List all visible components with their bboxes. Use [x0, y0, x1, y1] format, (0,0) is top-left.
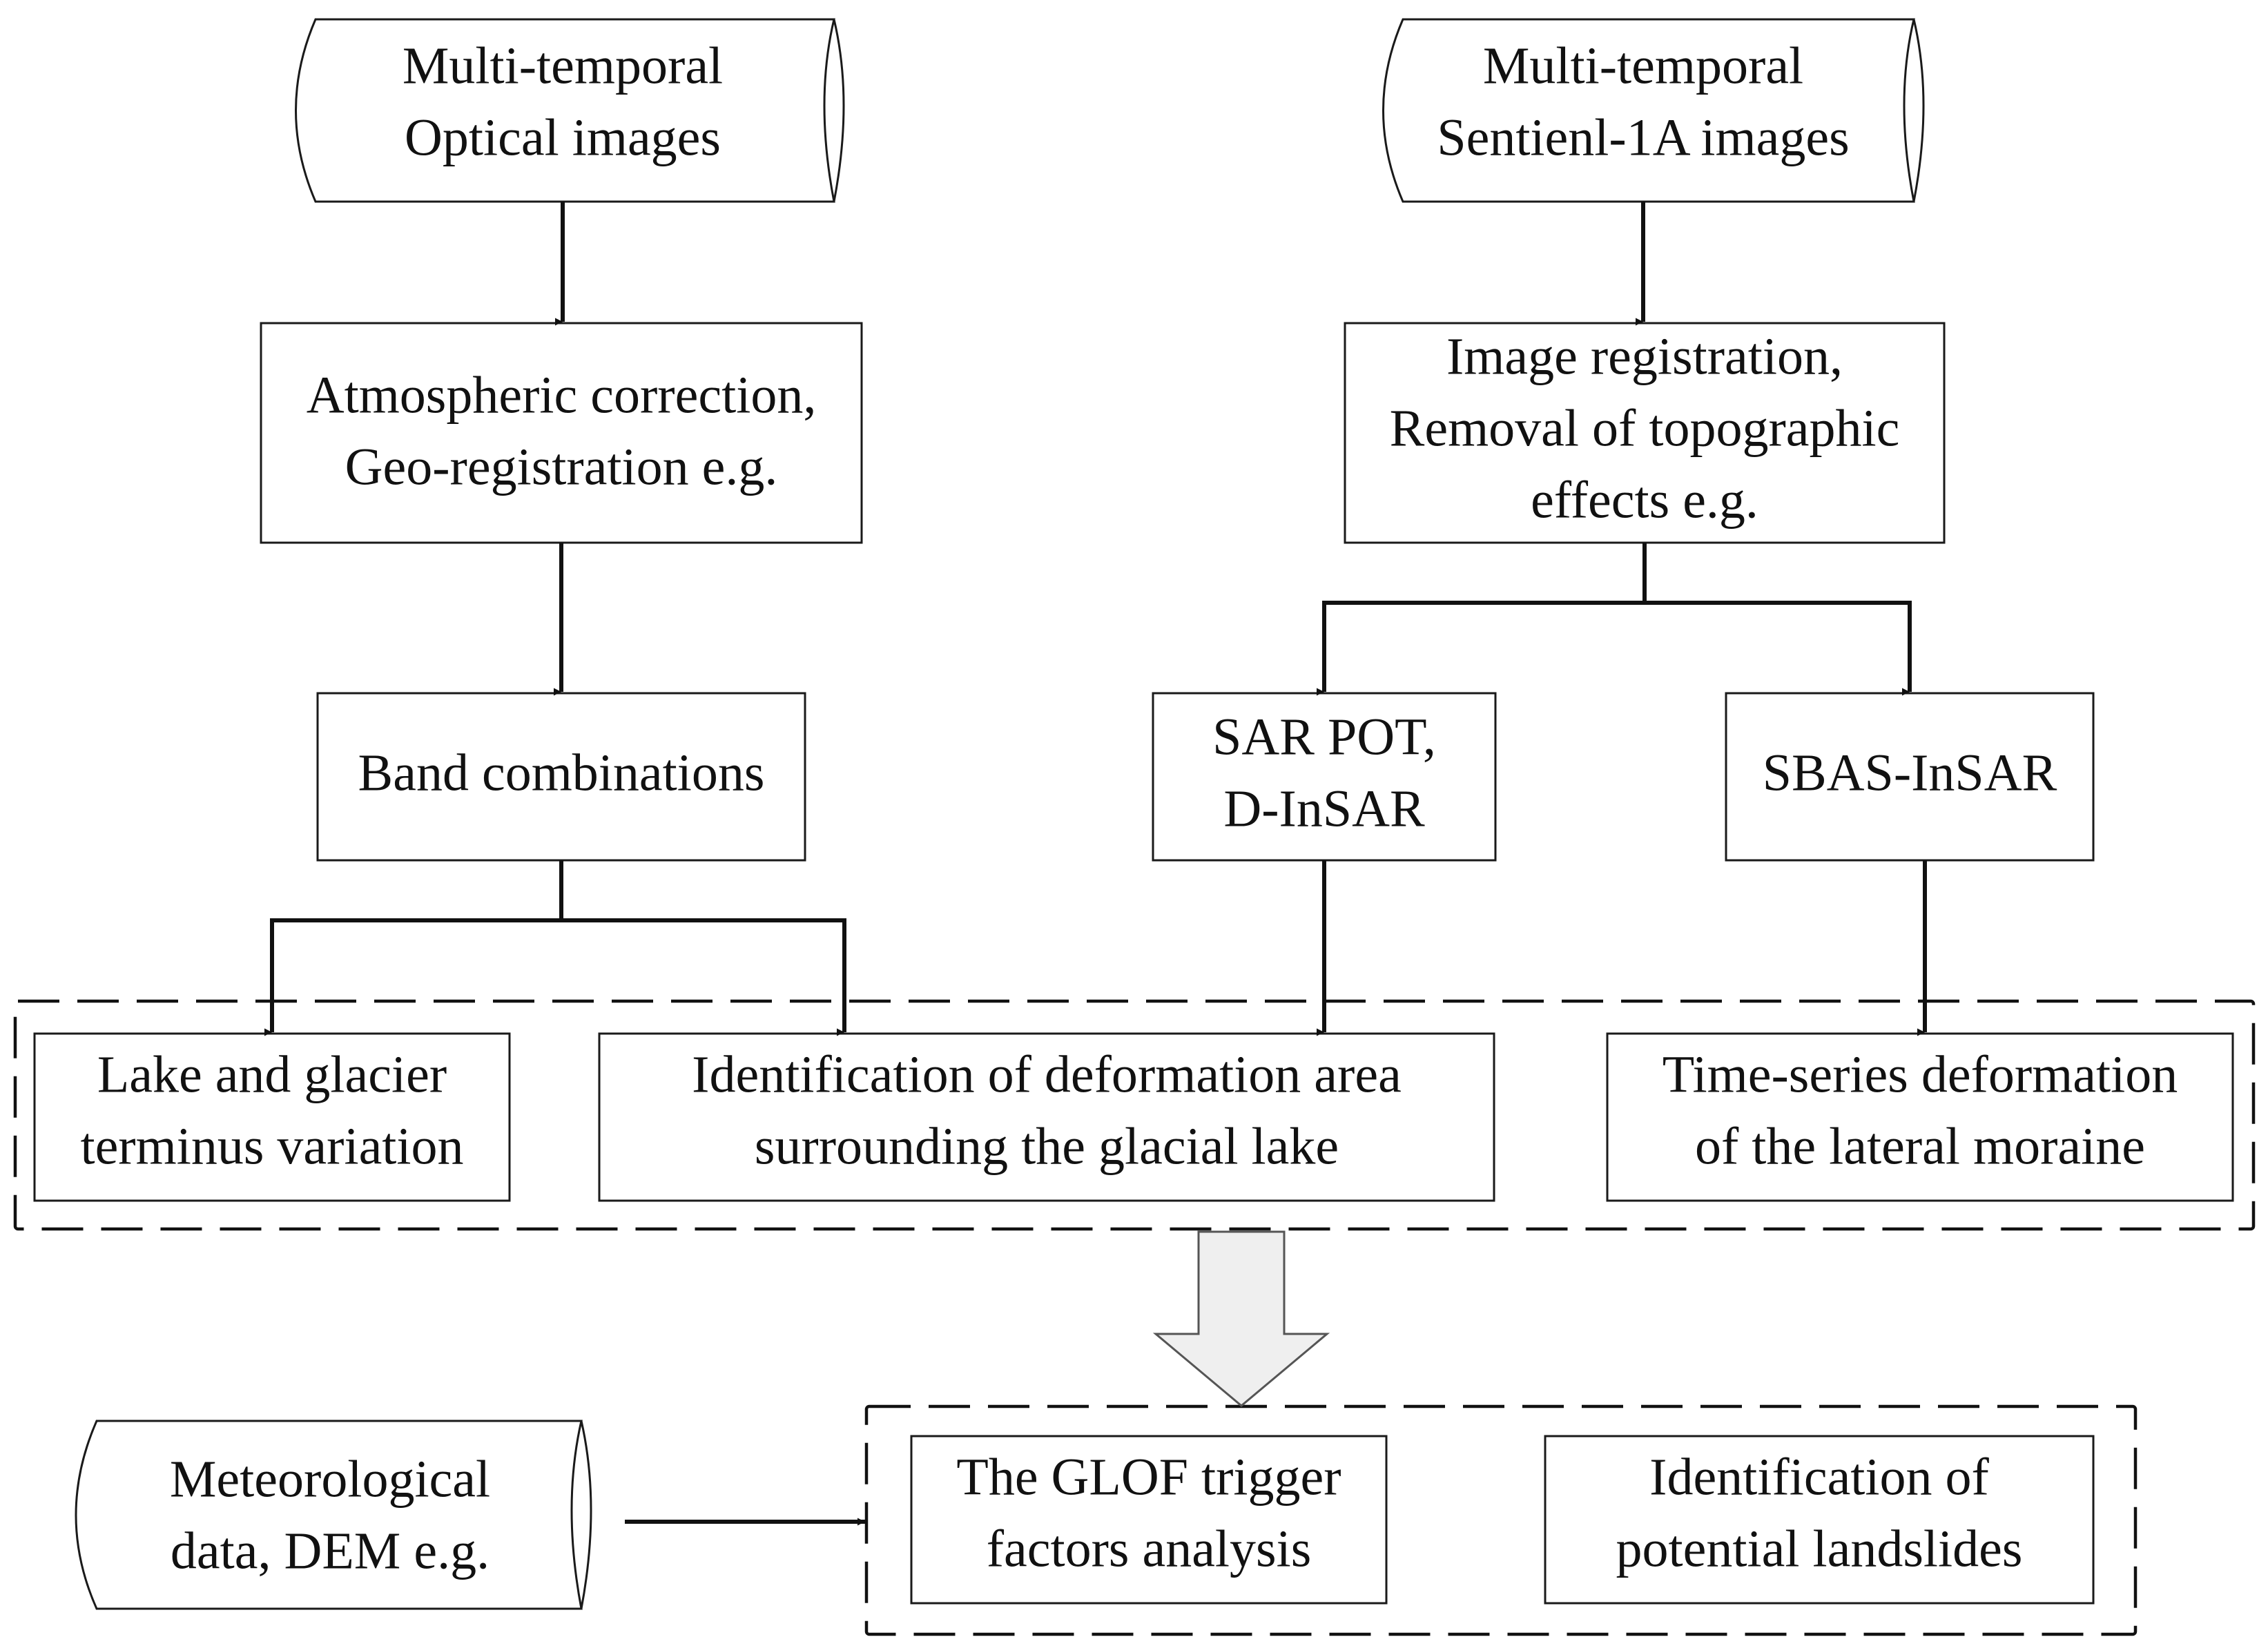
- deformation-area-line-2: surrounding the glacial lake: [755, 1117, 1339, 1175]
- meteorological-line-2: data, DEM e.g.: [171, 1522, 490, 1580]
- sentinel-images-source: Multi-temporal Sentienl-1A images: [1382, 18, 1925, 203]
- sar-pot-line-2: D-InSAR: [1223, 780, 1425, 837]
- sar-pot-box: SAR POT, D-InSAR: [1152, 692, 1497, 862]
- connector-band-split: [272, 860, 844, 922]
- atmospheric-line-2: Geo-registration e.g.: [345, 438, 778, 496]
- time-series-line-1: Time-series deformation: [1663, 1045, 2178, 1103]
- atmospheric-line-1: Atmospheric correction,: [307, 366, 817, 424]
- time-series-line-2: of the lateral moraine: [1695, 1117, 2145, 1175]
- lake-glacier-line-2: terminus variation: [80, 1117, 463, 1175]
- deformation-area-box: Identification of deformation area surro…: [598, 1032, 1495, 1202]
- connector-registration-split: [1324, 543, 1910, 605]
- lake-glacier-box: Lake and glacier terminus variation: [33, 1032, 511, 1202]
- glof-trigger-line-1: The GLOF trigger: [956, 1448, 1341, 1506]
- atmospheric-correction-box: Atmospheric correction, Geo-registration…: [260, 322, 863, 544]
- meteorological-data-source: Meteorological data, DEM e.g.: [75, 1420, 592, 1610]
- glof-trigger-line-2: factors analysis: [987, 1520, 1312, 1578]
- image-registration-box: Image registration, Removal of topograph…: [1344, 322, 1946, 544]
- band-combinations-label: Band combinations: [358, 744, 765, 802]
- lake-glacier-line-1: Lake and glacier: [97, 1045, 447, 1103]
- glof-trigger-box: The GLOF trigger factors analysis: [910, 1435, 1388, 1605]
- time-series-box: Time-series deformation of the lateral m…: [1606, 1032, 2234, 1202]
- sentinel-source-line-1: Multi-temporal: [1483, 37, 1803, 95]
- optical-source-line-2: Optical images: [405, 108, 721, 166]
- sar-pot-line-1: SAR POT,: [1212, 708, 1436, 766]
- image-registration-line-1: Image registration,: [1446, 327, 1843, 385]
- potential-landslides-line-1: Identification of: [1649, 1448, 1989, 1506]
- sbas-insar-label: SBAS-InSAR: [1763, 744, 2057, 802]
- analysis-group: [864, 1404, 2138, 1636]
- image-registration-line-2: Removal of topographic: [1390, 399, 1900, 457]
- image-registration-line-3: effects e.g.: [1531, 471, 1758, 529]
- optical-images-source: Multi-temporal Optical images: [295, 18, 845, 203]
- potential-landslides-box: Identification of potential landslides: [1544, 1435, 2095, 1605]
- potential-landslides-line-2: potential landslides: [1616, 1520, 2023, 1578]
- band-combinations-box: Band combinations: [316, 692, 806, 862]
- results-to-analysis-block-arrow: [1152, 1230, 1330, 1407]
- sentinel-source-line-2: Sentienl-1A images: [1437, 108, 1849, 166]
- optical-source-line-1: Multi-temporal: [403, 37, 723, 95]
- deformation-area-line-1: Identification of deformation area: [692, 1045, 1402, 1103]
- sbas-insar-box: SBAS-InSAR: [1725, 692, 2095, 862]
- meteorological-line-1: Meteorological: [170, 1450, 490, 1508]
- results-group: [13, 999, 2256, 1231]
